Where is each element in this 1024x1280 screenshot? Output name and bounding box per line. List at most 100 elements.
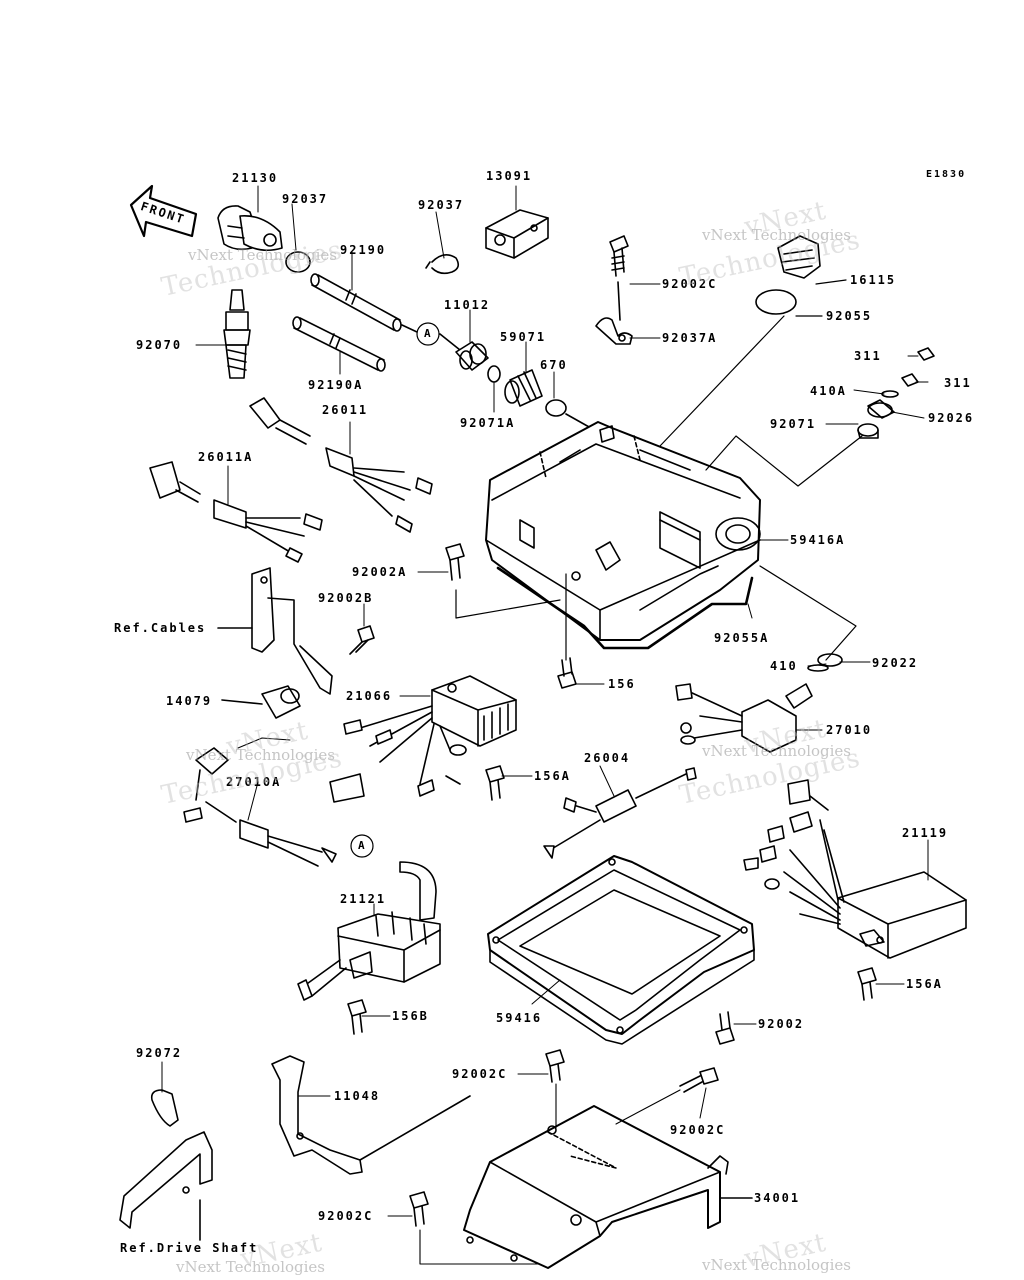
bolt-92002C-bottom: [410, 1192, 540, 1264]
cap-16115: [778, 236, 820, 278]
tube-92190A: [293, 317, 385, 371]
fitting-59071: [505, 370, 542, 406]
cdi-unit-21119: [744, 780, 966, 958]
label-26004: 26004: [584, 751, 631, 765]
switch-27010: [676, 684, 812, 752]
bracket-ref-drive-shaft: [120, 1132, 212, 1240]
bolt-156: [558, 658, 576, 688]
label-92002A: 92002A: [352, 565, 408, 579]
fitting-11012: [456, 342, 488, 370]
label-92002C-bottom: 92002C: [318, 1209, 374, 1223]
label-156A-right: 156A: [906, 977, 943, 991]
clamp-92037A: [596, 282, 632, 344]
bolt-92002: [716, 1012, 734, 1044]
label-92002B: 92002B: [318, 591, 374, 605]
label-59071: 59071: [500, 330, 547, 344]
regulator-21066: [330, 676, 516, 802]
label-ref-cables: Ref.Cables: [114, 621, 207, 635]
nut-311-b: [902, 374, 918, 386]
spark-plug-92070: [224, 290, 250, 378]
label-21121: 21121: [340, 892, 387, 906]
callout-a-label-bottom: A: [358, 839, 365, 852]
label-156A-mid: 156A: [534, 769, 571, 783]
label-92002C-right: 92002C: [670, 1123, 726, 1137]
connector-26011A: [150, 462, 322, 562]
label-156B: 156B: [392, 1009, 429, 1023]
label-92002C-mid: 92002C: [452, 1067, 508, 1081]
label-92002C-top: 92002C: [662, 277, 718, 291]
label-92002: 92002: [758, 1017, 805, 1031]
label-311-b: 311: [944, 376, 972, 390]
tube-92190: [311, 274, 401, 331]
bolt-92002C-top: [610, 236, 628, 276]
label-26011: 26011: [322, 403, 369, 417]
label-92190A: 92190A: [308, 378, 364, 392]
label-11048: 11048: [334, 1089, 381, 1103]
label-92070: 92070: [136, 338, 183, 352]
label-34001: 34001: [754, 1191, 801, 1205]
label-92055A: 92055A: [714, 631, 770, 645]
label-26011A: 26011A: [198, 450, 254, 464]
grommet-92026: [868, 400, 894, 418]
label-27010A: 27010A: [226, 775, 282, 789]
o-ring-92055: [756, 290, 796, 314]
bolt-92002C-mid: [546, 1050, 564, 1128]
label-21066: 21066: [346, 689, 393, 703]
diagram-code: E1830: [926, 169, 967, 180]
clamp-92037-mid: [426, 255, 458, 274]
box-lid-59416A: [486, 422, 760, 640]
label-92055: 92055: [826, 309, 873, 323]
bolt-156A-right: [858, 968, 876, 1000]
label-92026: 92026: [928, 411, 975, 425]
bolt-92002A: [446, 544, 464, 580]
callout-a-label-top: A: [424, 327, 431, 340]
label-11012: 11012: [444, 298, 491, 312]
label-92022: 92022: [872, 656, 919, 670]
label-92037A: 92037A: [662, 331, 718, 345]
label-92037-mid: 92037: [418, 198, 465, 212]
nut-92022: [818, 654, 842, 666]
label-92071: 92071: [770, 417, 817, 431]
bolt-92002B: [350, 626, 374, 654]
bolt-156B: [348, 1000, 366, 1034]
label-27010: 27010: [826, 723, 873, 737]
label-21119: 21119: [902, 826, 949, 840]
front-arrow-icon: [131, 186, 196, 236]
label-156: 156: [608, 677, 636, 691]
bolt-92002C-right: [616, 1068, 718, 1124]
label-410A: 410A: [810, 384, 847, 398]
grommet-92071A: [488, 366, 500, 382]
leader-lines: [456, 280, 862, 660]
clamp-92037-left: [286, 252, 310, 272]
ignition-coil-21121: [298, 862, 440, 1000]
label-21130: 21130: [232, 171, 279, 185]
callout-a-bottom: [351, 835, 373, 857]
label-14079: 14079: [166, 694, 213, 708]
callout-a-top: [402, 323, 460, 350]
label-ref-drive-shaft: Ref.Drive Shaft: [120, 1241, 259, 1255]
label-92190: 92190: [340, 243, 387, 257]
label-311-a: 311: [854, 349, 882, 363]
label-59416A: 59416A: [790, 533, 846, 547]
nut-311-a: [918, 348, 934, 360]
bracket-11048: [272, 1056, 470, 1174]
connector-26011: [250, 398, 432, 532]
label-leaders: [162, 186, 928, 1216]
box-base-59416: [488, 856, 754, 1044]
cap-14079: [222, 686, 300, 718]
holder-13091: [486, 210, 548, 258]
tray-34001: [464, 1106, 752, 1268]
label-16115: 16115: [850, 273, 897, 287]
label-13091: 13091: [486, 169, 533, 183]
label-92072: 92072: [136, 1046, 183, 1060]
label-59416: 59416: [496, 1011, 543, 1025]
bolt-156A-mid: [486, 766, 504, 800]
label-92037-left: 92037: [282, 192, 329, 206]
fuse-26004: [544, 768, 696, 858]
gasket-92055A: [498, 568, 752, 648]
grommet-92071: [858, 424, 878, 438]
spark-plug-cap-21130: [218, 206, 282, 250]
connector-27010A: [184, 748, 336, 866]
label-92071A: 92071A: [460, 416, 516, 430]
label-410: 410: [770, 659, 798, 673]
